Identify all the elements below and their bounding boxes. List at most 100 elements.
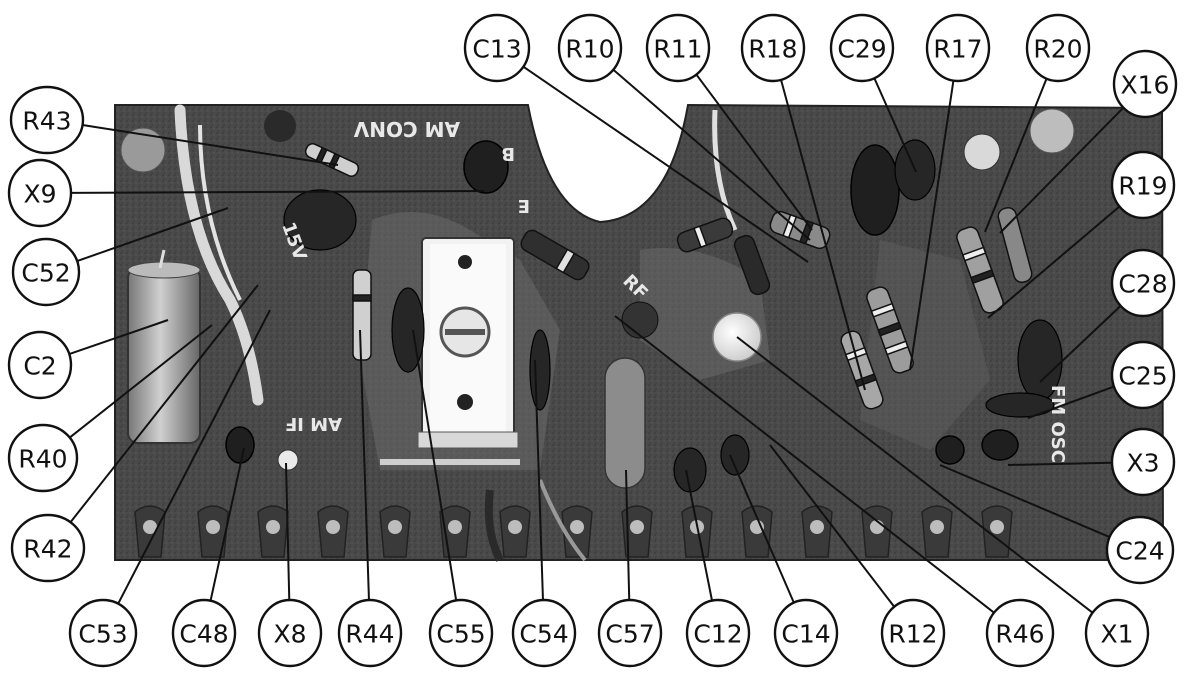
leader-line-c53: [117, 309, 271, 605]
callout-circle: [829, 13, 895, 83]
callout-circle: [773, 598, 839, 668]
callout-circle: [511, 598, 577, 668]
marking-am-conv: AM CONV: [353, 117, 460, 141]
callout-c29: C29: [829, 13, 895, 83]
callout-label: C24: [1115, 537, 1164, 566]
callout-c25: C25: [1110, 340, 1176, 410]
callout-circle: [428, 598, 494, 668]
callout-label: X1: [1100, 620, 1133, 649]
callout-c2: C2: [7, 330, 73, 400]
leader-line-x16: [999, 106, 1125, 234]
leader-line-c54: [534, 359, 544, 601]
callout-c14: C14: [773, 598, 839, 668]
leader-line-c55: [412, 329, 458, 601]
callout-r40: R40: [7, 423, 79, 493]
coil-can: [417, 237, 519, 449]
callout-label: C53: [78, 620, 127, 649]
callout-label: R46: [995, 620, 1044, 649]
callout-circle: [740, 13, 806, 83]
capacitor-c2: [127, 249, 201, 444]
leader-line-c57: [625, 469, 631, 601]
callout-label: C13: [472, 35, 521, 64]
callout-r17: R17: [925, 13, 991, 83]
callout-label: C14: [781, 620, 830, 649]
callout-label: X9: [23, 180, 56, 209]
callout-label: X16: [1121, 71, 1170, 100]
callout-circle: [7, 423, 79, 493]
callout-r42: R42: [10, 513, 86, 583]
callout-label: C54: [519, 620, 568, 649]
callout-circle: [11, 237, 81, 307]
callout-label: R17: [933, 35, 982, 64]
callout-circle: [557, 13, 623, 83]
callout-c48: C48: [171, 598, 237, 668]
leader-line-c25: [1027, 385, 1115, 419]
leader-line-r10: [612, 68, 811, 241]
callout-c53: C53: [68, 598, 138, 668]
callout-label: R40: [18, 445, 67, 474]
callout-r44: R44: [337, 598, 403, 668]
callout-label: C55: [436, 620, 485, 649]
leader-line-r20: [984, 78, 1048, 233]
callout-circle: [1112, 49, 1178, 119]
callout-c24: C24: [1105, 515, 1175, 585]
callout-label: C2: [23, 352, 56, 381]
leader-line-c52: [76, 207, 229, 262]
leader-line-c2: [68, 319, 169, 356]
callout-circle: [925, 13, 991, 83]
leader-line-r43: [82, 124, 339, 166]
callout-label: R19: [1118, 172, 1167, 201]
leader-line-r18: [780, 79, 866, 391]
callout-circle: [1084, 598, 1150, 668]
callout-circle: [985, 598, 1055, 668]
callout-circle: [1110, 248, 1176, 318]
leader-line-x9: [70, 190, 485, 194]
callout-c57: C57: [597, 598, 663, 668]
callout-circle: [1110, 150, 1176, 220]
callout-circle: [7, 330, 73, 400]
callout-circle: [1025, 13, 1091, 83]
callout-label: R11: [653, 35, 702, 64]
callout-label: X8: [273, 620, 306, 649]
callout-label: C25: [1118, 362, 1167, 391]
terminal-row: [134, 505, 1013, 558]
callout-circle: [171, 598, 237, 668]
leader-lines: [68, 65, 1125, 614]
leader-line-x8: [285, 462, 291, 601]
callout-label: X3: [1126, 449, 1159, 478]
callout-r11: R11: [645, 13, 711, 83]
callout-r19: R19: [1110, 150, 1176, 220]
callout-circle: [257, 598, 323, 668]
callout-label: C28: [1118, 270, 1167, 299]
callout-circle: [685, 598, 751, 668]
callout-label: R44: [345, 620, 394, 649]
callout-c55: C55: [428, 598, 494, 668]
callout-label: C57: [605, 620, 654, 649]
callout-x1: X1: [1084, 598, 1150, 668]
callout-label: C12: [693, 620, 742, 649]
callout-circle: [1105, 515, 1175, 585]
leader-line-r11: [695, 73, 813, 231]
leader-line-c12: [685, 469, 714, 601]
marking-e: E: [518, 195, 530, 216]
leader-line-c48: [209, 447, 245, 601]
callout-x3: X3: [1110, 427, 1176, 497]
callout-c52: C52: [11, 237, 81, 307]
callout-x16: X16: [1112, 49, 1178, 119]
callout-label: R18: [748, 35, 797, 64]
callout-circle: [9, 85, 85, 155]
callout-circle: [7, 158, 73, 228]
leader-line-x3: [1007, 461, 1113, 466]
callout-label: R10: [565, 35, 614, 64]
leader-line-r44: [359, 329, 370, 601]
callout-x8: X8: [257, 598, 323, 668]
marking-fm-osc: FM OSC: [1047, 385, 1068, 463]
callout-circle: [10, 513, 86, 583]
callout-r18: R18: [740, 13, 806, 83]
leader-line-c14: [729, 454, 795, 604]
callout-r10: R10: [557, 13, 623, 83]
leader-line-c28: [1039, 305, 1122, 383]
callout-r43: R43: [9, 85, 85, 155]
leader-line-c24: [939, 464, 1111, 539]
leader-line-c13: [522, 65, 809, 263]
